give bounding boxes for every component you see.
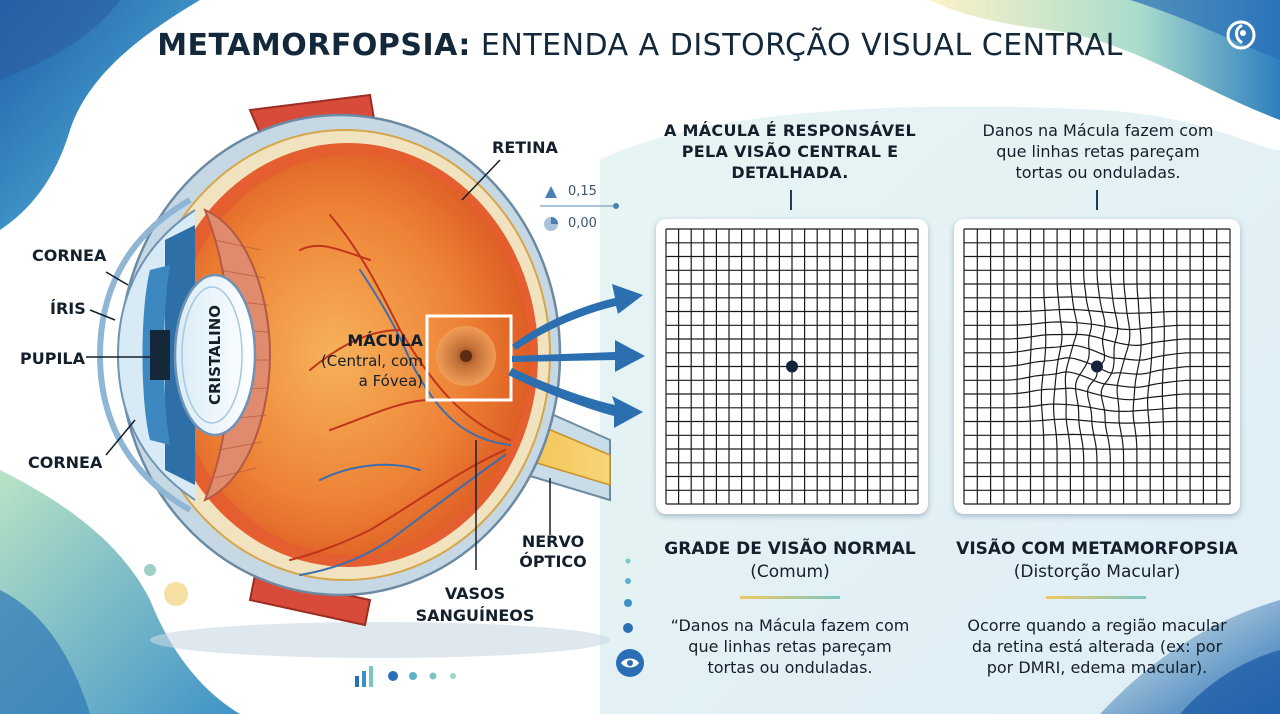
eye-icon	[616, 649, 644, 677]
label-optico: ÓPTICO	[519, 552, 587, 571]
eye-anatomy-illustration	[86, 93, 645, 658]
grid-line-horizontal	[964, 387, 1230, 401]
grid-line-horizontal	[964, 403, 1230, 413]
label-macula-detail-1: (Central, com	[320, 352, 423, 370]
caption-right-tick	[1096, 190, 1098, 210]
meta-description: Ocorre quando a região macular da retina…	[967, 616, 1227, 677]
grid-line-vertical	[1116, 229, 1131, 504]
normal-divider	[740, 596, 840, 599]
pagination-dots	[388, 671, 456, 681]
grid-line-vertical	[1100, 229, 1119, 504]
label-cornea-top: CORNEA	[32, 246, 107, 265]
label-cornea-bottom: CORNEA	[28, 453, 103, 472]
legend-value-2: 0,00	[568, 216, 597, 231]
page-title: METAMORFOPSIA: ENTENDA A DISTORÇÃO VISUA…	[157, 28, 1123, 63]
label-macula-detail-2: a Fóvea)	[358, 372, 423, 390]
distorted-grid-card	[954, 219, 1240, 514]
amsler-grid-distorted	[963, 228, 1231, 505]
label-vasos: VASOS	[444, 584, 506, 603]
label-sanguineos: SANGUÍNEOS	[415, 606, 535, 625]
pie-icon	[544, 217, 558, 231]
triangle-icon	[545, 186, 557, 198]
legend-value-1: 0,15	[568, 184, 597, 199]
label-nervo: NERVO	[521, 532, 585, 551]
meta-subheading: (Distorção Macular)	[1013, 562, 1181, 582]
grid-line-vertical	[1161, 229, 1165, 504]
grid-line-horizontal	[964, 371, 1230, 388]
normal-grid-card	[656, 219, 928, 514]
caption-left-top: A MÁCULA É RESPONSÁVEL PELA VISÃO CENTRA…	[663, 121, 917, 182]
logo-icon	[1226, 20, 1256, 50]
label-iris: ÍRIS	[50, 299, 86, 318]
grid-line-horizontal	[964, 418, 1230, 424]
normal-subheading: (Comum)	[750, 562, 830, 582]
grid-line-vertical	[1146, 229, 1153, 504]
meta-divider	[1046, 596, 1146, 599]
legend-slider	[540, 203, 619, 209]
label-pupila: PUPILA	[20, 349, 85, 368]
decorative-dots	[623, 558, 633, 633]
bar-chart-icon	[355, 666, 373, 687]
amsler-grid-normal	[665, 228, 919, 505]
label-cristalino: CRISTALINO	[206, 304, 224, 406]
fixation-dot	[786, 360, 798, 373]
normal-heading: GRADE DE VISÃO NORMAL	[664, 539, 916, 559]
fixation-dot	[1091, 360, 1103, 373]
grid-line-vertical	[1132, 229, 1142, 504]
caption-right-top: Danos na Mácula fazem com que linhas ret…	[982, 121, 1214, 182]
meta-heading: VISÃO COM METAMORFOPSIA	[956, 539, 1238, 559]
label-retina: RETINA	[492, 138, 558, 157]
label-macula: MÁCULA	[347, 331, 423, 350]
caption-left-tick	[790, 190, 792, 210]
grid-line-horizontal	[964, 433, 1230, 437]
normal-description: “Danos na Mácula fazem com que linhas re…	[670, 616, 910, 677]
